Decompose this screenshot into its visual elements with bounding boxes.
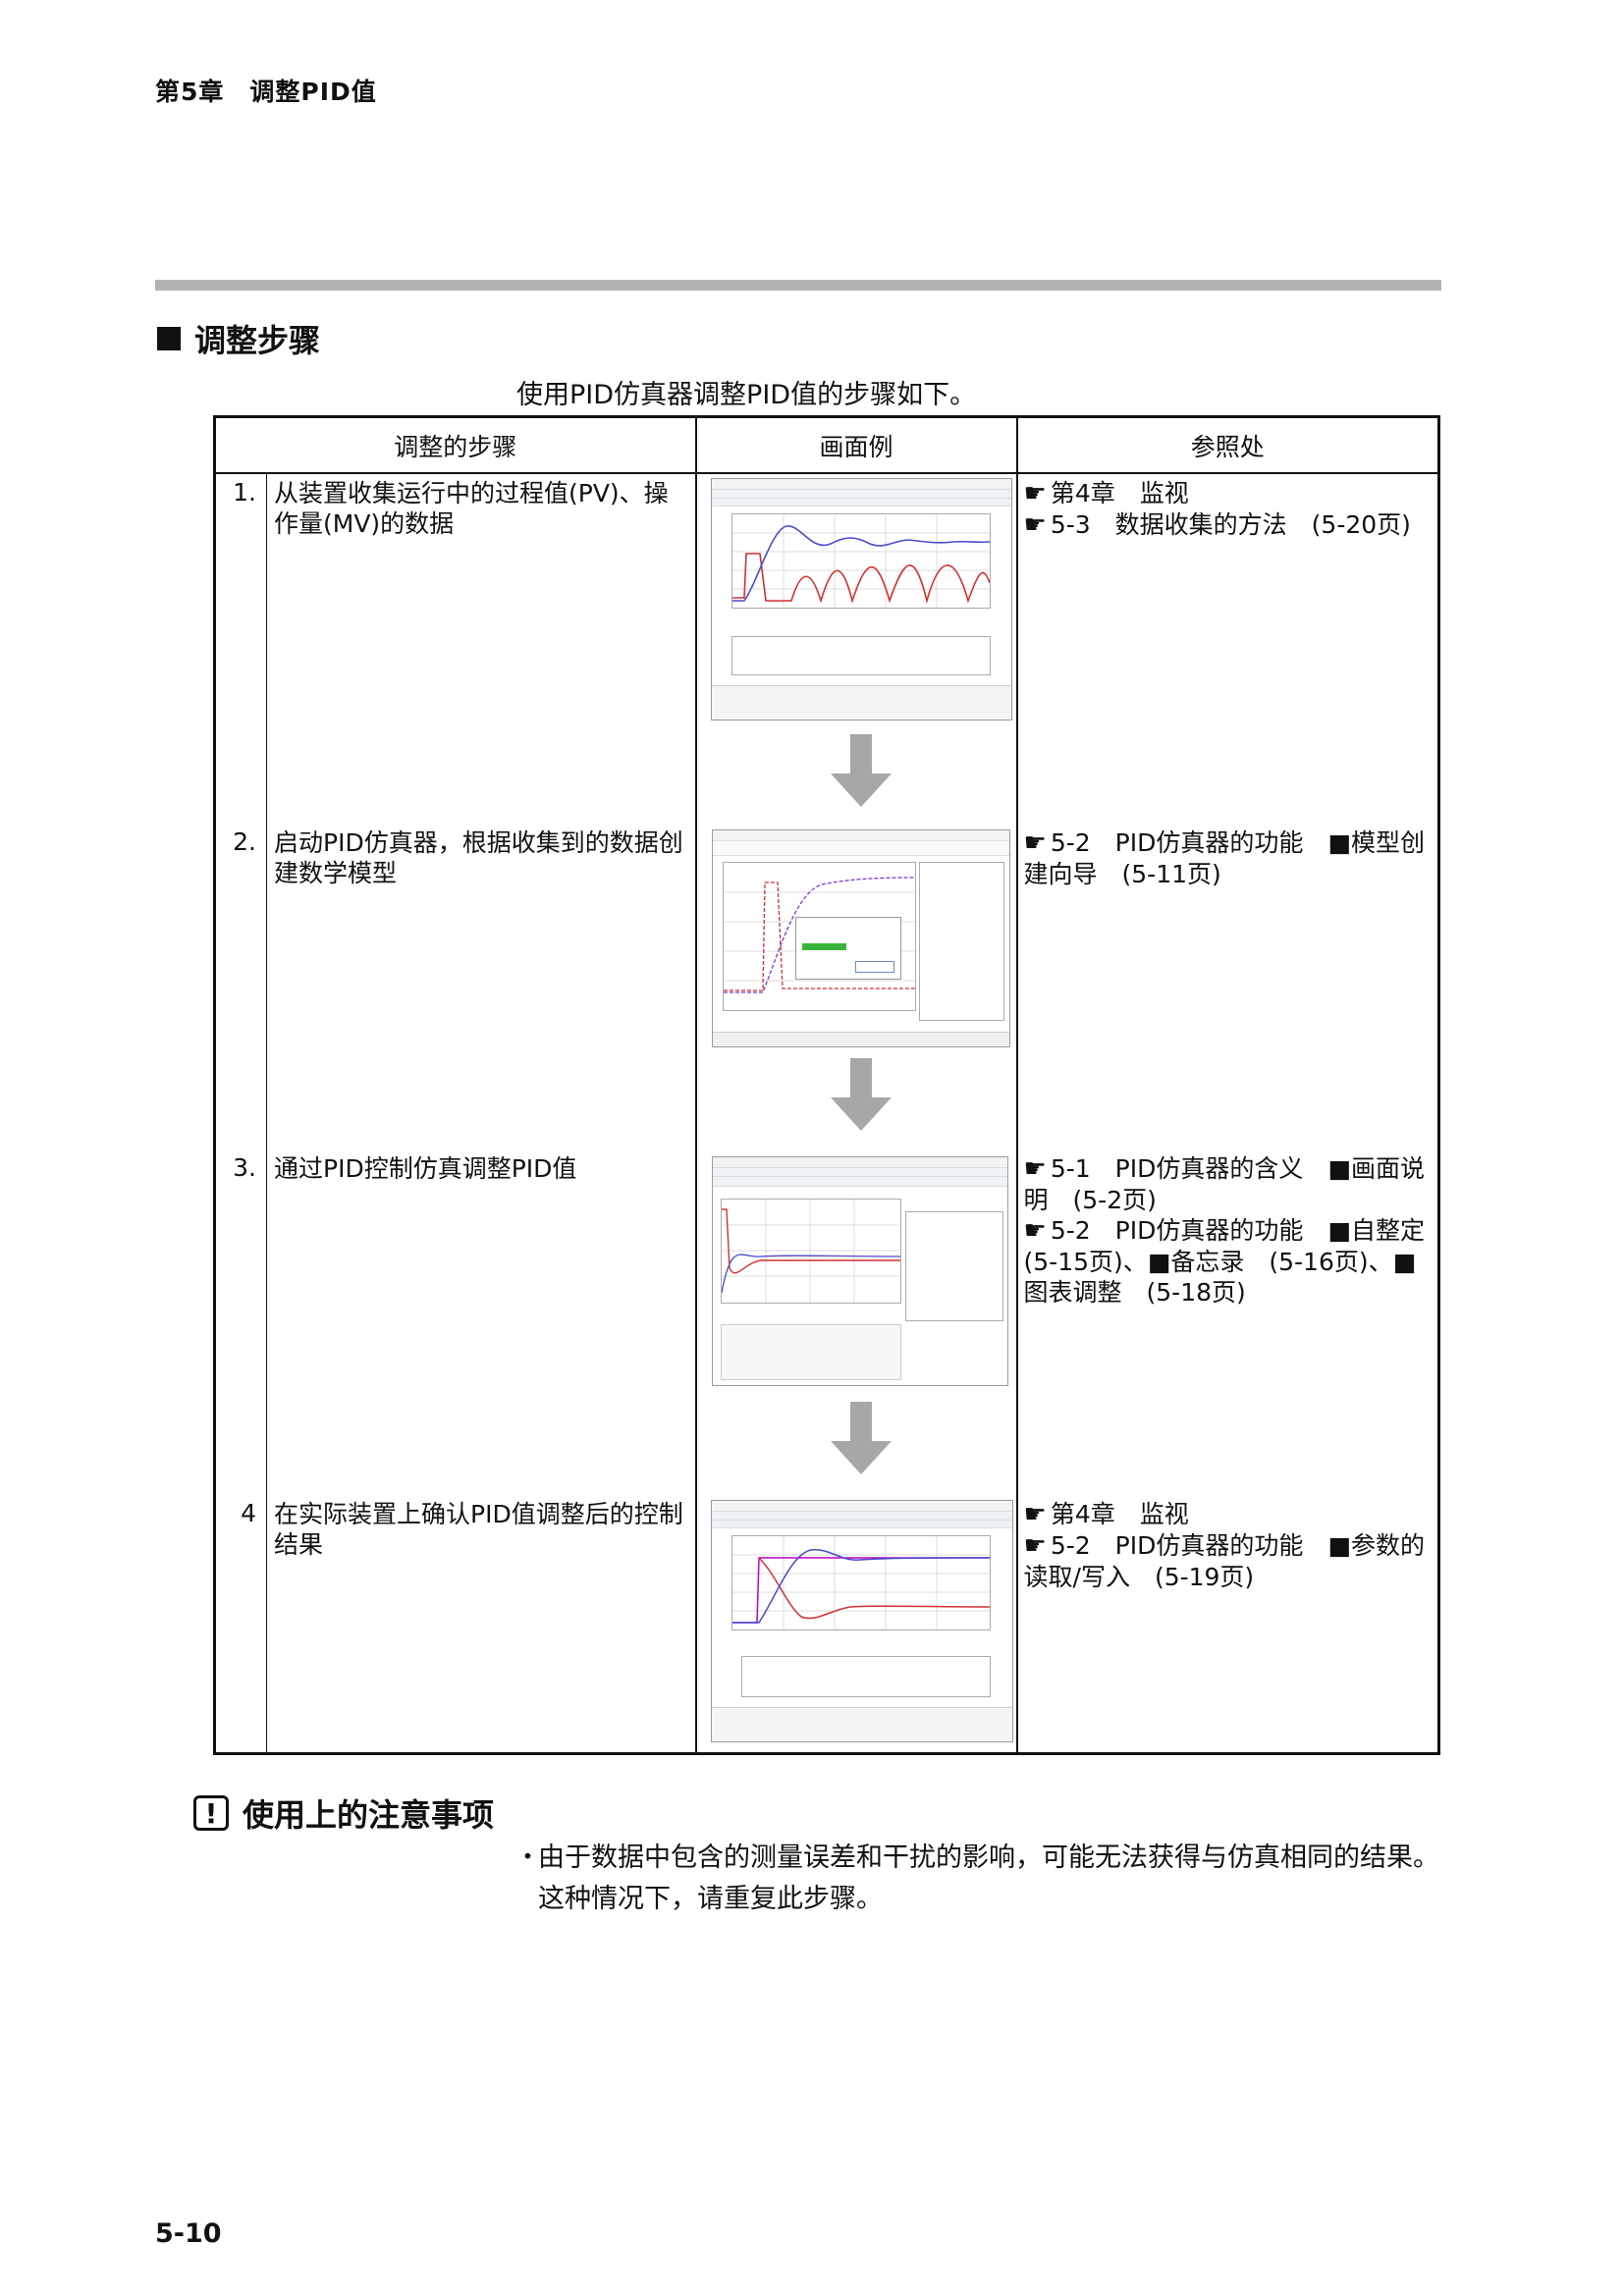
pointing-hand-icon: ☛ [1023,1500,1047,1529]
caution-text: 由于数据中包含的测量误差和干扰的影响，可能无法获得与仿真相同的结果。这种情况下，… [538,1842,1439,1914]
progress-dialog [795,917,901,980]
square-bullet-icon [157,327,181,350]
bullet-dot-icon: ・ [514,1842,541,1873]
step-number: 1. [233,478,256,507]
reference-line: ☛5-2 PID仿真器的功能 ■参数的读取/写入 (5-19页) [1023,1531,1425,1591]
pointing-hand-icon: ☛ [1023,828,1047,858]
pointing-hand-icon: ☛ [1023,479,1047,508]
reference-line: ☛5-2 PID仿真器的功能 ■自整定 (5-15页)、■备忘录 (5-16页)… [1023,1216,1449,1307]
trend-chart-thumbnail [732,514,991,608]
step-number: 4 [241,1499,256,1527]
header-steps: 调整的步骤 [213,415,697,474]
section-title: 调整步骤 [157,316,320,361]
reference-line: ☛5-1 PID仿真器的含义 ■画面说明 (5-2页) [1023,1154,1425,1214]
reference-line: ☛5-3 数据收集的方法 (5-20页) [1023,510,1411,540]
screenshot-pid-simulator [712,1156,1008,1386]
step-text: 在实际装置上确认PID值调整后的控制结果 [274,1500,683,1559]
caution-heading: ! 使用上的注意事项 [193,1790,494,1836]
step-text: 从装置收集运行中的过程值(PV)、操作量(MV)的数据 [274,479,669,538]
reference-line: ☛第4章 监视 [1023,1500,1189,1529]
pointing-hand-icon: ☛ [1023,510,1047,540]
down-arrow-head [831,1097,892,1131]
step-number: 2. [233,828,256,856]
screenshot-monitor-2 [711,1500,1013,1742]
step-number: 3. [233,1153,256,1182]
reference-line: ☛5-2 PID仿真器的功能 ■模型创建向导 (5-11页) [1023,828,1425,888]
pointing-hand-icon: ☛ [1023,1216,1047,1246]
header-screen: 画面例 [694,415,1018,474]
exclamation-box-icon: ! [193,1795,229,1831]
chapter-header: 第5章 调整PID值 [155,78,377,106]
section-intro: 使用PID仿真器调整PID值的步骤如下。 [516,380,977,410]
pointing-hand-icon: ☛ [1023,1531,1047,1561]
section-title-text: 调整步骤 [194,322,321,359]
table-header-row: 调整的步骤 画面例 参照处 [213,415,1440,474]
down-arrow-head [831,1441,892,1474]
screenshot-monitor-1 [711,478,1012,721]
caution-bullet: ・ 由于数据中包含的测量误差和干扰的影响，可能无法获得与仿真相同的结果。这种情况… [514,1838,1447,1920]
down-arrow-head [831,774,892,807]
page-number: 5-10 [155,2218,222,2249]
result-chart-thumbnail [732,1536,991,1629]
step-text: 通过PID控制仿真调整PID值 [274,1154,577,1183]
caution-title: 使用上的注意事项 [243,1796,495,1834]
reference-line: ☛第4章 监视 [1023,479,1189,508]
down-arrow [850,1058,872,1099]
screenshot-model-wizard [712,829,1010,1047]
simulation-chart-thumbnail [721,1200,901,1303]
down-arrow [850,1402,872,1443]
step-text: 启动PID仿真器，根据收集到的数据创建数学模型 [274,828,683,887]
header-reference: 参照处 [1015,415,1440,474]
pointing-hand-icon: ☛ [1023,1154,1047,1184]
section-divider [155,280,1441,291]
down-arrow [850,734,872,775]
